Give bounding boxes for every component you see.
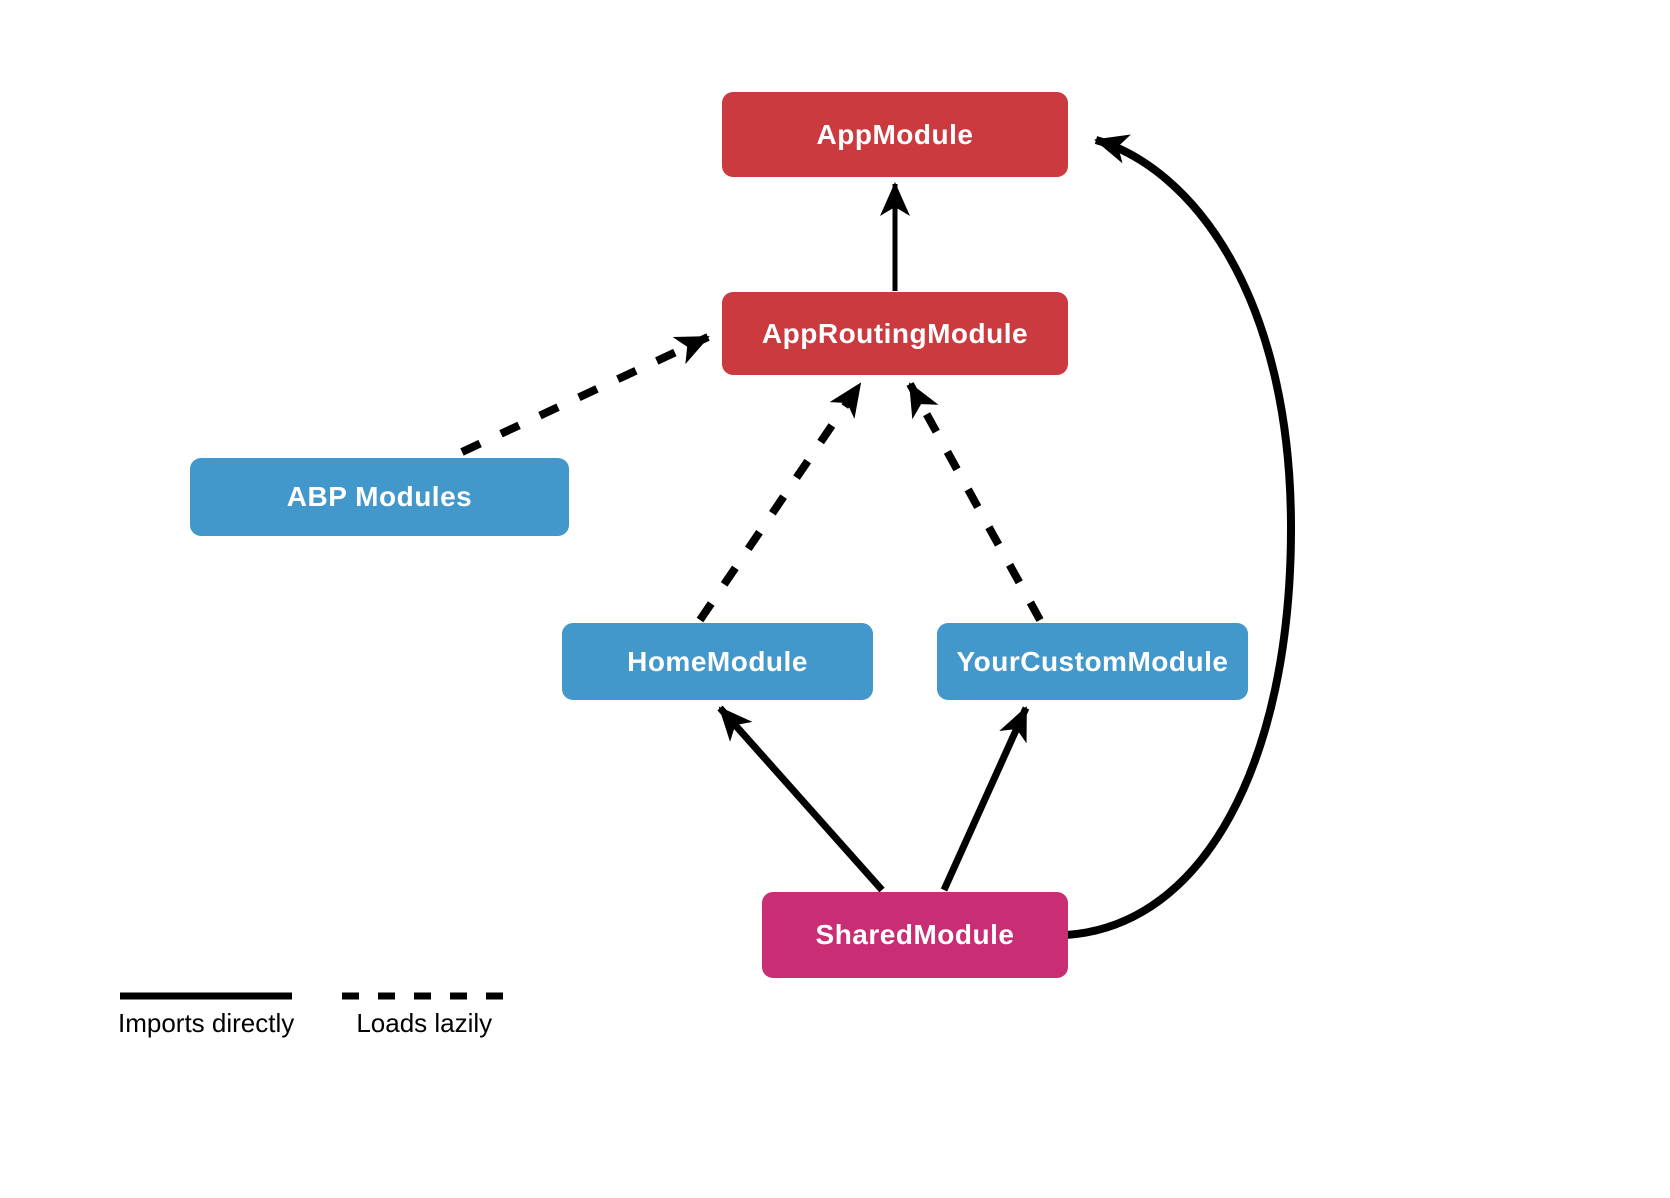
legend-item-solid: Imports directly: [118, 992, 294, 1039]
node-yourcustommodule-label: YourCustomModule: [956, 645, 1229, 677]
node-homemodule: HomeModule: [562, 623, 873, 700]
node-abpmodules-label: ABP Modules: [286, 481, 473, 512]
node-yourcustommodule: YourCustomModule: [937, 623, 1248, 700]
legend-label-dashed: Loads lazily: [356, 1008, 493, 1038]
node-approutingmodule-label: AppRoutingModule: [761, 317, 1029, 349]
node-appmodule-label: AppModule: [816, 118, 974, 150]
legend: Imports directly Loads lazily: [118, 992, 507, 1039]
edge-sharedmodule-to-yourcustommodule: [940, 706, 1030, 892]
edge-sharedmodule-to-appmodule: [1065, 134, 1296, 939]
edge-yourcustommodule-to-approutingmodule: [906, 382, 1044, 622]
edge-homemodule-to-approutingmodule: [696, 381, 864, 623]
node-abpmodules: ABP Modules: [190, 458, 569, 536]
dashed-line-swatch: [342, 992, 507, 1000]
node-sharedmodule-label: SharedModule: [815, 919, 1015, 950]
legend-item-dashed: Loads lazily: [342, 992, 507, 1039]
node-appmodule: AppModule: [722, 92, 1068, 177]
edge-abpmodules-to-approutingmodule: [460, 333, 710, 456]
solid-line-swatch: [120, 992, 293, 1000]
node-homemodule-label: HomeModule: [627, 645, 808, 677]
edge-sharedmodule-to-homemodule: [717, 705, 885, 893]
legend-label-solid: Imports directly: [118, 1008, 295, 1038]
node-approutingmodule: AppRoutingModule: [722, 292, 1068, 375]
node-sharedmodule: SharedModule: [762, 892, 1068, 978]
